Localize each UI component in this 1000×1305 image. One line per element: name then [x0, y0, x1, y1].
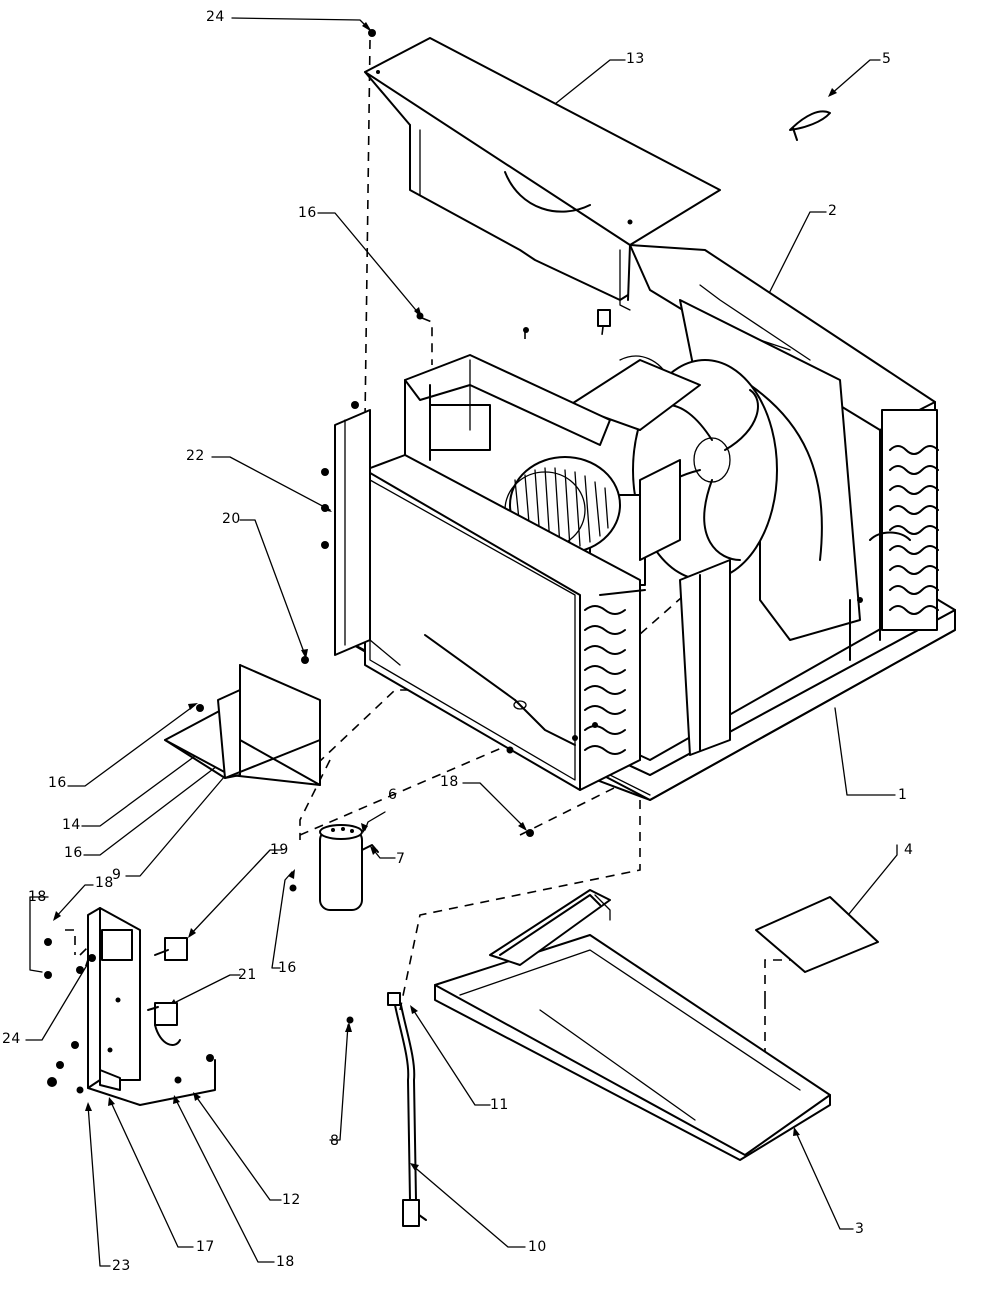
callout-16-box-lower: 16 — [64, 845, 83, 861]
callout-18-bottom: 18 — [276, 1254, 295, 1270]
selector-switch — [154, 937, 188, 961]
callout-3: 3 — [855, 1221, 865, 1237]
callout-4: 4 — [904, 842, 914, 858]
screw-24-top — [368, 29, 376, 37]
callout-10: 10 — [528, 1239, 547, 1255]
callout-16-upper: 16 — [298, 205, 317, 221]
callout-11: 11 — [490, 1097, 509, 1113]
evaporator-coil — [334, 409, 646, 791]
thermostat-probe — [424, 634, 576, 746]
callout-20: 20 — [222, 511, 241, 527]
wire-tie-part — [789, 110, 831, 141]
callout-9: 9 — [112, 867, 122, 883]
control-panel-bracket — [87, 907, 216, 1106]
top-cover-panel — [364, 37, 721, 311]
misc-fasteners — [592, 309, 863, 728]
control-panel-screws — [44, 884, 354, 1094]
label-sheet — [755, 896, 879, 973]
callout-7: 7 — [396, 851, 406, 867]
base-pan — [434, 889, 831, 1161]
callout-2: 2 — [828, 203, 838, 219]
leader-lines — [25, 17, 898, 1267]
callout-5: 5 — [882, 51, 892, 67]
callout-6: 6 — [388, 787, 398, 803]
callout-24-panel: 24 — [2, 1031, 21, 1047]
callout-8: 8 — [330, 1133, 340, 1149]
thermostat — [147, 1002, 181, 1046]
callout-18-mid: 18 — [440, 774, 459, 790]
callout-19: 19 — [270, 842, 289, 858]
callout-14: 14 — [62, 817, 81, 833]
callout-21: 21 — [238, 967, 257, 983]
callout-16-box: 16 — [48, 775, 67, 791]
power-cord — [387, 992, 427, 1227]
chassis-partition — [404, 354, 731, 756]
callout-22: 22 — [186, 448, 205, 464]
callout-18-panel-left: 18 — [28, 889, 47, 905]
control-box — [164, 664, 321, 786]
callout-12: 12 — [282, 1192, 301, 1208]
callout-16-capacitor: 16 — [278, 960, 297, 976]
callout-13: 13 — [626, 51, 645, 67]
callout-24-top: 24 — [206, 9, 225, 25]
condenser-coil — [849, 409, 939, 661]
callout-17: 17 — [196, 1239, 215, 1255]
callout-23: 23 — [112, 1258, 131, 1274]
callout-18-panel-right: 18 — [95, 875, 114, 891]
capacitor — [319, 824, 379, 911]
callout-1: 1 — [898, 787, 908, 803]
